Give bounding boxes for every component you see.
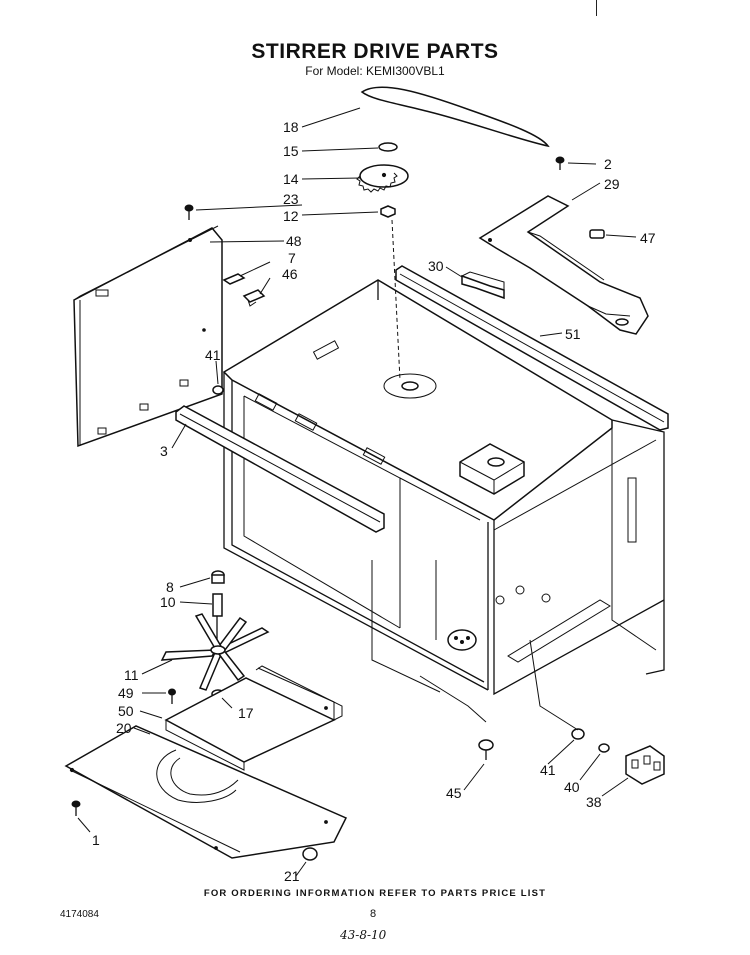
callout-47: 47	[640, 230, 656, 246]
callout-45: 45	[446, 785, 462, 801]
callout-7: 7	[288, 250, 296, 266]
callout-20: 20	[116, 720, 132, 736]
part-11-fan-blade	[160, 613, 270, 691]
part-14-gear	[356, 164, 409, 193]
part-49-screw	[168, 688, 176, 704]
part-3-bar	[175, 405, 385, 533]
callout-17: 17	[238, 705, 254, 721]
part-46-bracket	[242, 289, 266, 307]
part-50-motor-bracket	[164, 665, 343, 771]
callout-2: 2	[604, 156, 612, 172]
part-23-screw	[184, 204, 194, 220]
callout-8: 8	[166, 579, 174, 595]
part-15-washer	[378, 142, 398, 152]
part-40-washer	[598, 743, 610, 753]
callout-1: 1	[92, 832, 100, 848]
callout-11: 11	[124, 667, 139, 683]
callout-30: 30	[428, 258, 444, 274]
cabinet-housing	[222, 279, 665, 696]
handwritten-note: 43-8-10	[340, 928, 387, 942]
part-41-grommet-right	[571, 728, 585, 740]
callout-labels: 18 15 14 23 12 2 29 47 48 7 46 30 51 41 …	[92, 119, 656, 884]
part-21-foot	[302, 847, 318, 861]
top-margin-mark	[596, 0, 597, 16]
callout-48: 48	[286, 233, 302, 249]
part-45-grommet	[478, 739, 494, 760]
wire-harness-2	[529, 639, 579, 731]
part-47-bushing	[589, 229, 605, 239]
callout-21: 21	[284, 868, 300, 884]
callout-40: 40	[564, 779, 580, 795]
callout-14: 14	[283, 171, 299, 187]
part-7-clip	[222, 273, 246, 285]
callout-41-right: 41	[540, 762, 556, 778]
leader-lines	[77, 107, 637, 877]
callout-10: 10	[160, 594, 176, 610]
part-41-grommet-left	[212, 385, 224, 395]
ordering-info-note: FOR ORDERING INFORMATION REFER TO PARTS …	[203, 888, 547, 899]
document-number: 4174084	[60, 909, 99, 920]
callout-46: 46	[282, 266, 298, 282]
model-subtitle: For Model: KEMI300VBL1	[305, 64, 445, 78]
callout-41-left: 41	[205, 347, 221, 363]
page-title: STIRRER DRIVE PARTS	[251, 40, 499, 63]
part-48-side-panel	[73, 225, 223, 448]
callout-3: 3	[160, 443, 168, 459]
part-18-belt	[360, 86, 550, 148]
callout-23: 23	[283, 191, 299, 207]
callout-50: 50	[118, 703, 134, 719]
callout-38: 38	[586, 794, 602, 810]
callout-29: 29	[604, 176, 620, 192]
wire-harness	[419, 675, 487, 723]
part-20-base-cover	[64, 725, 348, 859]
part-38-switch	[625, 745, 665, 785]
part-2-screw	[555, 156, 565, 170]
part-51-strip	[395, 265, 669, 431]
callout-12: 12	[283, 208, 299, 224]
part-1-screw	[71, 800, 81, 816]
callout-15: 15	[283, 143, 299, 159]
part-29-bracket	[478, 195, 649, 335]
page-number: 8	[370, 908, 377, 920]
part-12-nut	[380, 205, 396, 218]
part-30-block	[461, 271, 505, 300]
part-10-shaft	[212, 593, 223, 640]
part-8-coupling	[211, 570, 225, 584]
callout-51: 51	[565, 326, 581, 342]
callout-49: 49	[118, 685, 134, 701]
callout-18: 18	[283, 119, 299, 135]
